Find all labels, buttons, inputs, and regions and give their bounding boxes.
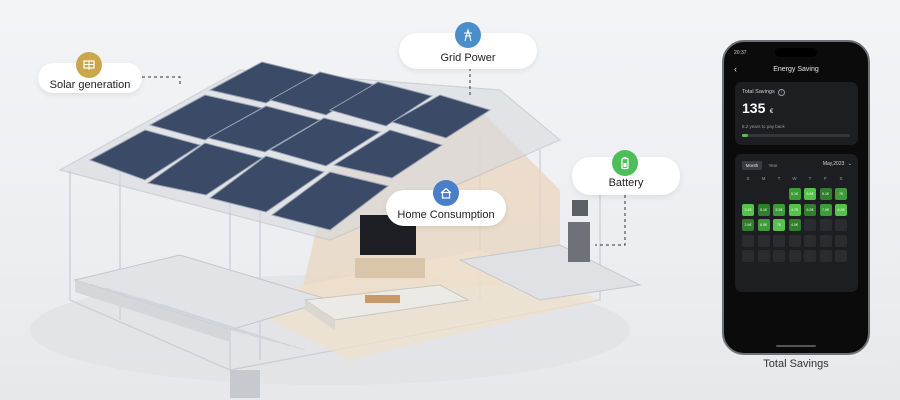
calendar-day-cell[interactable] [742, 188, 754, 200]
calendar-day-cell[interactable] [819, 219, 832, 231]
weekday-label: W [792, 176, 797, 181]
calendar-day-cell[interactable] [819, 250, 832, 262]
house-icon [433, 180, 459, 206]
calendar-day-cell[interactable]: 6.5€ [757, 219, 770, 231]
phone-notch [775, 48, 817, 57]
calendar-day-cell[interactable]: 5.5€ [773, 203, 785, 216]
total-savings-label: Total Savings [742, 89, 775, 95]
grid-power-label: Grid Power [440, 52, 496, 64]
weekday-label: S [746, 176, 750, 181]
calendar-day-cell[interactable]: 8.2€ [835, 203, 847, 216]
calendar-day-cell[interactable]: 6.8€ [804, 188, 816, 200]
battery-icon [612, 150, 638, 176]
calendar-day-cell[interactable]: 5.1€ [757, 203, 770, 216]
weekday-label: T [808, 176, 812, 181]
calendar-day-cell[interactable]: 4.5€ [788, 219, 801, 231]
total-savings-caption: Total Savings [763, 358, 829, 370]
chevron-down-icon[interactable]: ⌄ [847, 161, 852, 167]
solar-panel-icon [76, 52, 102, 78]
total-savings-card: Total Savings i 135 € 8.2 years to pay b… [735, 82, 858, 145]
solar-generation-label: Solar generation [49, 79, 131, 91]
home-consumption-label: Home Consumption [397, 209, 495, 221]
calendar-day-cell[interactable]: 7.9€ [819, 203, 832, 216]
calendar-day-cell[interactable] [835, 234, 847, 247]
home-consumption-callout: Home Consumption [386, 190, 506, 226]
power-tower-icon [455, 22, 481, 48]
calendar-day-cell[interactable] [788, 234, 801, 247]
payback-text: 8.2 years to pay back [742, 124, 785, 129]
calendar-day-cell[interactable] [819, 234, 832, 247]
calendar-day-cell[interactable]: 5.1€ [788, 188, 801, 200]
calendar-day-cell[interactable]: 2.6€ [742, 219, 754, 231]
info-icon[interactable]: i [778, 89, 786, 96]
calendar-day-cell[interactable] [742, 234, 754, 247]
status-bar: 20:37 [734, 50, 858, 58]
calendar-day-cell[interactable] [757, 234, 770, 247]
calendar-day-cell[interactable]: 3.4€ [742, 203, 754, 216]
weekday-label: S [839, 176, 843, 181]
phone-mockup: 20:37 ‹ Energy Saving Total Savings i 13… [722, 40, 870, 355]
calendar-day-cell[interactable] [804, 219, 816, 231]
tab-month[interactable]: Month [742, 161, 762, 170]
calendar-day-cell[interactable] [742, 250, 754, 262]
payback-progress-fill [742, 134, 749, 137]
weekday-label: M [761, 176, 766, 181]
calendar-day-cell[interactable] [804, 234, 816, 247]
status-time: 20:37 [734, 50, 747, 56]
screen-title: Energy Saving [773, 66, 819, 73]
calendar-day-cell[interactable] [758, 188, 770, 200]
payback-progress-track [742, 134, 850, 137]
calendar-day-cell[interactable]: 5.1€ [819, 188, 832, 200]
calendar-day-cell[interactable] [773, 234, 785, 247]
calendar-day-cell[interactable] [757, 250, 770, 262]
back-arrow-icon[interactable]: ‹ [734, 64, 737, 74]
calendar-day-cell[interactable]: 7€ [773, 219, 785, 231]
calendar-day-cell[interactable] [788, 250, 801, 262]
calendar-day-cell[interactable] [804, 250, 816, 262]
calendar-day-cell[interactable] [835, 219, 847, 231]
calendar-day-cell[interactable]: 4.7€ [788, 203, 801, 216]
calendar-day-cell[interactable]: 6.5€ [804, 203, 816, 216]
tab-year[interactable]: Year [768, 163, 778, 168]
calendar-day-cell[interactable] [773, 250, 785, 262]
total-savings-value: 135 [742, 100, 766, 116]
battery-label: Battery [608, 177, 644, 189]
home-indicator [776, 345, 816, 347]
calendar-day-cell[interactable]: 7€ [835, 188, 847, 200]
month-selector[interactable]: May,2023 [822, 161, 845, 167]
calendar-day-cell[interactable] [835, 250, 847, 262]
currency-symbol: € [769, 109, 774, 115]
weekday-label: F [824, 176, 827, 181]
weekday-label: T [777, 176, 781, 181]
calendar-day-cell[interactable] [773, 188, 785, 200]
